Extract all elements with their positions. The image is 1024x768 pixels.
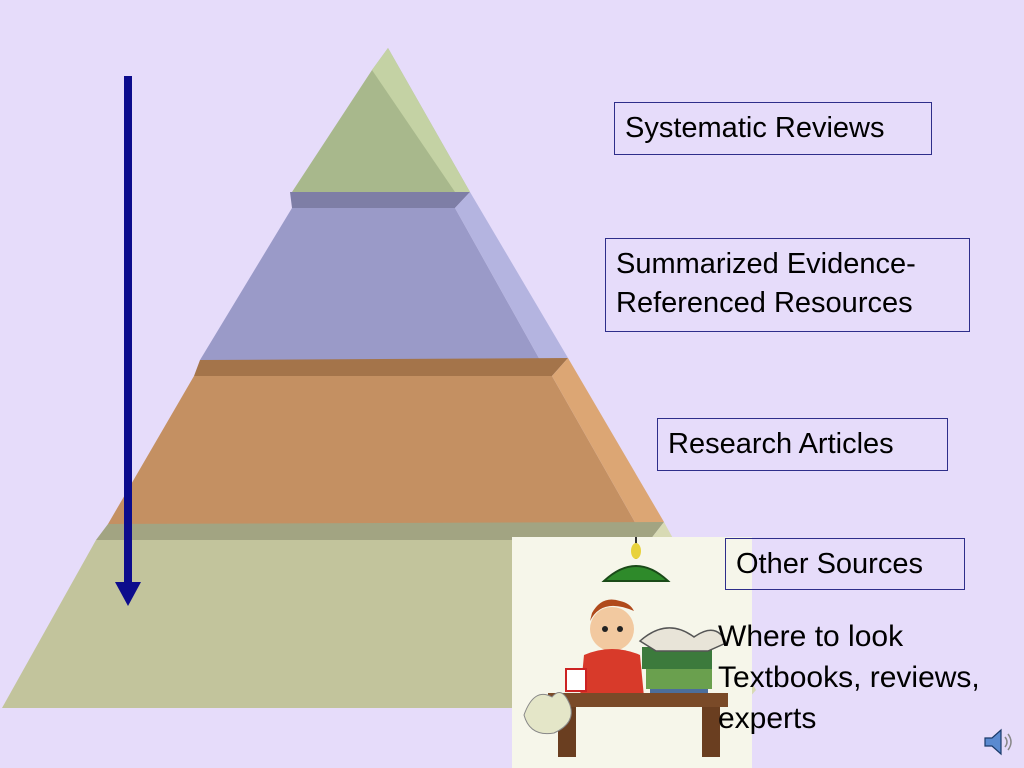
pyramid-tier-summarized-evidence bbox=[200, 192, 568, 360]
label-text-line2: Referenced Resources bbox=[616, 287, 913, 319]
pyramid-tier-research-articles bbox=[108, 358, 664, 524]
label-text: Systematic Reviews bbox=[625, 112, 885, 144]
where-line2: Textbooks, reviews, bbox=[718, 661, 980, 694]
label-research-articles: Research Articles bbox=[657, 418, 948, 471]
label-summarized-evidence: Summarized Evidence- Referenced Resource… bbox=[605, 238, 970, 332]
where-line3: experts bbox=[718, 702, 817, 735]
label-text: Other Sources bbox=[736, 548, 923, 580]
label-text-line1: Summarized Evidence- bbox=[616, 248, 916, 280]
label-other-sources: Other Sources bbox=[725, 538, 965, 590]
student-studying-illustration bbox=[512, 537, 752, 768]
label-text: Research Articles bbox=[668, 428, 894, 460]
where-to-look-text: Where to look Textbooks, reviews, expert… bbox=[718, 616, 980, 739]
down-arrow-icon bbox=[115, 76, 141, 606]
pyramid-tier-systematic-reviews bbox=[292, 48, 470, 192]
label-systematic-reviews: Systematic Reviews bbox=[614, 102, 932, 155]
speaker-icon[interactable] bbox=[982, 726, 1016, 758]
where-line1: Where to look bbox=[718, 620, 904, 653]
